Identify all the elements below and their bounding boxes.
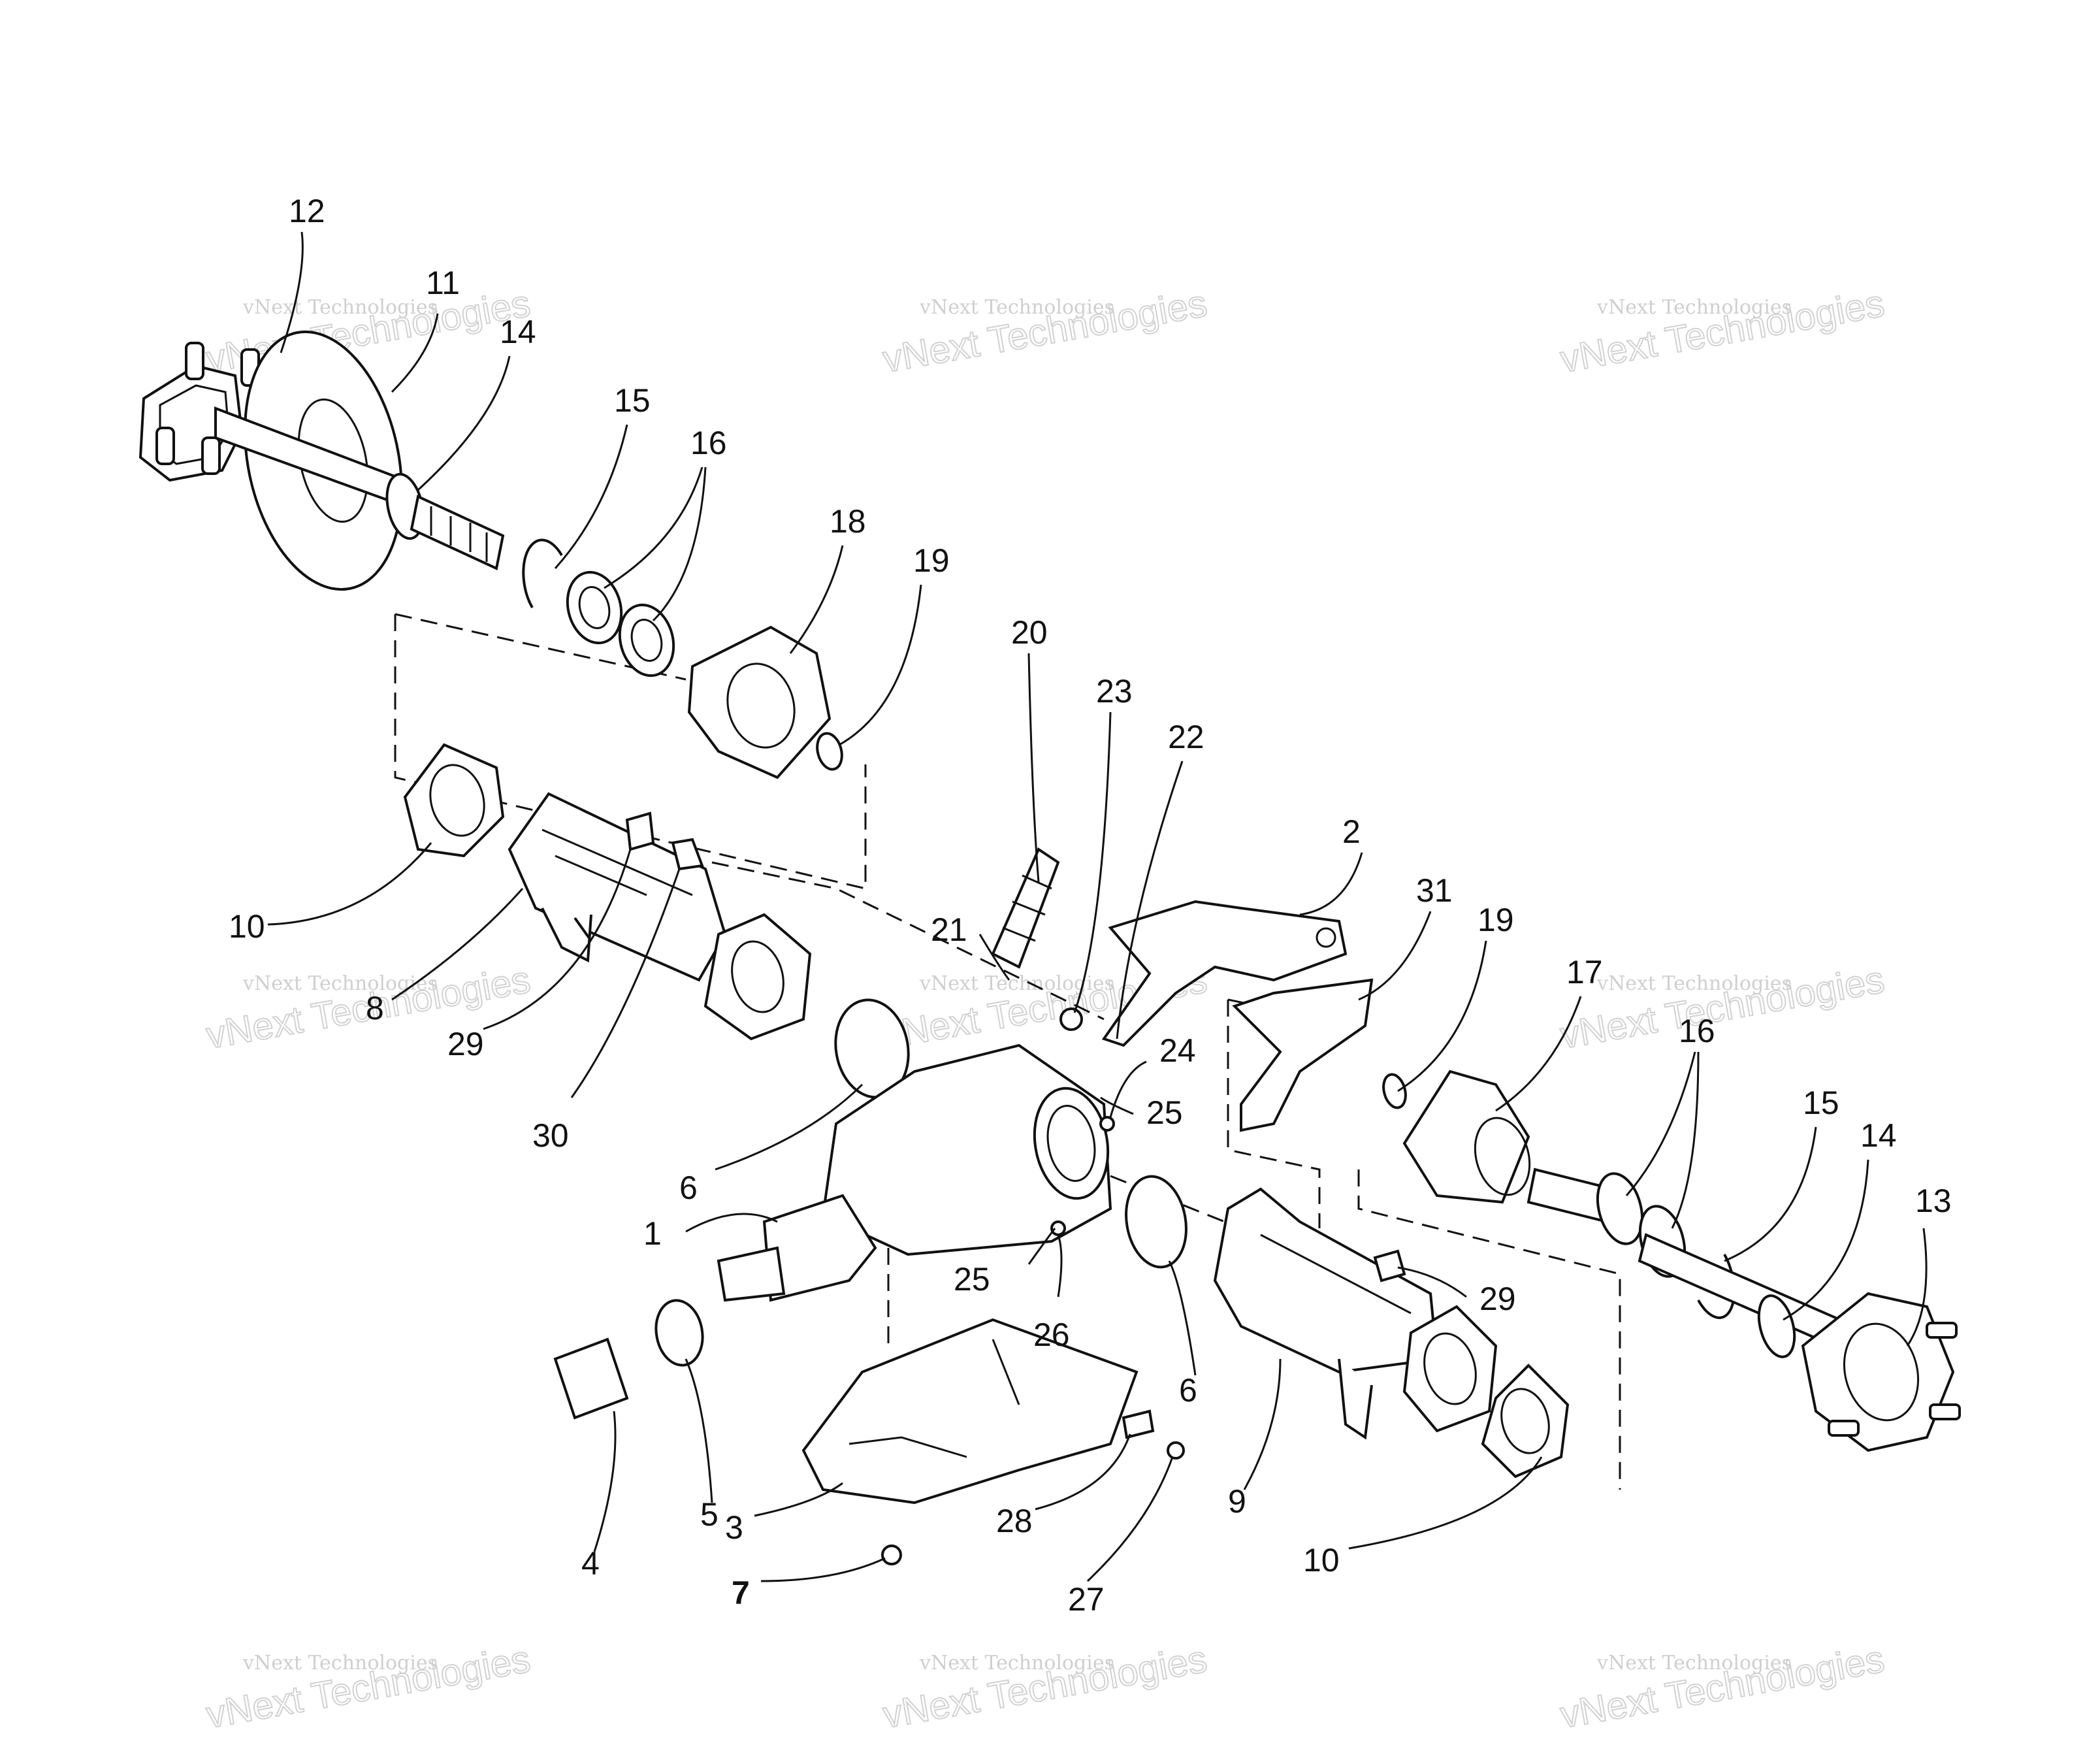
svg-text:vNext Technologies: vNext Technologies	[919, 296, 1114, 319]
bearing-housing	[1402, 1070, 1530, 1204]
callout-9: 9	[1228, 1483, 1246, 1520]
leader-lines	[267, 231, 1928, 1582]
svg-text:vNext Technologies: vNext Technologies	[919, 1652, 1114, 1675]
retaining-ring	[816, 732, 843, 771]
callout-22: 22	[1168, 719, 1204, 755]
bracket	[1232, 978, 1374, 1132]
wheel-stud	[185, 342, 204, 380]
right-axle-tube	[1213, 1187, 1570, 1479]
center-differential	[553, 847, 1187, 1565]
wheel-stud	[155, 427, 175, 465]
callout-31: 31	[1416, 872, 1453, 909]
gasket	[403, 743, 505, 858]
screw	[1167, 1441, 1185, 1460]
clip	[1122, 1409, 1155, 1439]
svg-text:vNext Technologies: vNext Technologies	[1596, 1652, 1792, 1675]
bearing	[618, 603, 675, 678]
callout-13: 13	[1915, 1183, 1952, 1219]
callout-17: 17	[1566, 954, 1603, 990]
callout-5: 5	[700, 1496, 719, 1533]
callout-15: 15	[614, 382, 651, 419]
callout-16: 16	[690, 425, 727, 461]
callout-16b: 16	[1679, 1013, 1715, 1049]
callout-27: 27	[1068, 1581, 1105, 1618]
callout-24: 24	[1159, 1032, 1196, 1069]
tube-flange	[1402, 1305, 1498, 1433]
axle-seal	[1757, 1294, 1796, 1358]
callout-6: 6	[679, 1169, 698, 1206]
bearing	[566, 570, 623, 645]
callout-8: 8	[366, 990, 384, 1026]
svg-text:vNext Technologies: vNext Technologies	[1596, 296, 1792, 319]
callout-3: 3	[725, 1509, 743, 1546]
nut	[1059, 1007, 1083, 1031]
drain-plug	[881, 1545, 902, 1565]
callout-14: 14	[500, 314, 536, 350]
bearing-housing	[687, 625, 832, 779]
callout-10b: 10	[1303, 1542, 1340, 1578]
svg-text:vNext Technologies: vNext Technologies	[242, 1652, 438, 1675]
callout-23: 23	[1096, 673, 1133, 710]
tube-flange	[703, 913, 812, 1041]
callout-1: 1	[643, 1215, 662, 1252]
callout-19b: 19	[1478, 902, 1514, 938]
callout-12: 12	[289, 193, 325, 229]
cap	[553, 1337, 629, 1420]
wheel-stud	[201, 436, 221, 475]
bolt	[671, 838, 704, 871]
svg-text:vNext Technologies: vNext Technologies	[242, 296, 438, 319]
bolt	[625, 811, 655, 851]
callout-29: 29	[447, 1026, 484, 1062]
left-bearings	[522, 538, 843, 779]
callout-26: 26	[1033, 1316, 1070, 1353]
callout-19: 19	[913, 542, 950, 579]
seal	[654, 1299, 704, 1367]
retaining-ring	[1382, 1073, 1407, 1109]
input-spline	[717, 1246, 786, 1302]
plug	[1099, 1116, 1115, 1132]
skid-plate	[801, 1318, 1139, 1505]
callout-11: 11	[426, 265, 460, 301]
callout-28: 28	[996, 1503, 1033, 1539]
axle-spline	[410, 495, 505, 570]
callout-30: 30	[532, 1117, 569, 1154]
callout-7: 7	[732, 1575, 750, 1611]
callout-4: 4	[581, 1545, 600, 1582]
callout-labels: 12 11 14 15 16 18 19 20 23 22 2 31 19 17…	[229, 193, 1952, 1618]
callout-25b: 25	[954, 1261, 990, 1298]
snap-ring	[522, 538, 563, 608]
callout-21: 21	[931, 911, 967, 948]
callout-6b: 6	[1179, 1372, 1197, 1409]
axle-tube	[1213, 1187, 1439, 1374]
watermark-bottom-left: vNext Technologies vNext Technologies	[202, 1637, 534, 1737]
callout-2: 2	[1342, 813, 1361, 850]
callout-14b: 14	[1860, 1117, 1897, 1154]
gasket	[1481, 1364, 1570, 1479]
callout-29b: 29	[1479, 1281, 1516, 1317]
callout-18: 18	[830, 503, 866, 540]
callout-10: 10	[229, 908, 265, 945]
watermark-mid-right: vNext Technologies vNext Technologies	[1557, 958, 1888, 1058]
mounting-brackets	[1101, 900, 1374, 1132]
wheel-stud	[1929, 1403, 1961, 1420]
bracket	[1101, 900, 1348, 1047]
svg-text:vNext Technologies: vNext Technologies	[1596, 972, 1792, 995]
callout-15b: 15	[1803, 1085, 1839, 1121]
o-ring	[1125, 1175, 1187, 1269]
callout-20: 20	[1011, 614, 1048, 651]
callout-25: 25	[1146, 1094, 1183, 1131]
watermark-top-right: vNext Technologies vNext Technologies	[1557, 282, 1888, 382]
watermark-top-center: vNext Technologies vNext Technologies	[879, 282, 1211, 382]
left-axle-hub	[138, 330, 505, 591]
watermark-bottom-right: vNext Technologies vNext Technologies	[1557, 1637, 1888, 1737]
wheel-stud	[1828, 1420, 1860, 1437]
breather-boot	[991, 847, 1060, 969]
wheel-stud	[1926, 1322, 1958, 1339]
plug	[1050, 1220, 1066, 1236]
watermark-bottom-center: vNext Technologies vNext Technologies	[879, 1637, 1211, 1737]
bolt	[1373, 1249, 1406, 1283]
